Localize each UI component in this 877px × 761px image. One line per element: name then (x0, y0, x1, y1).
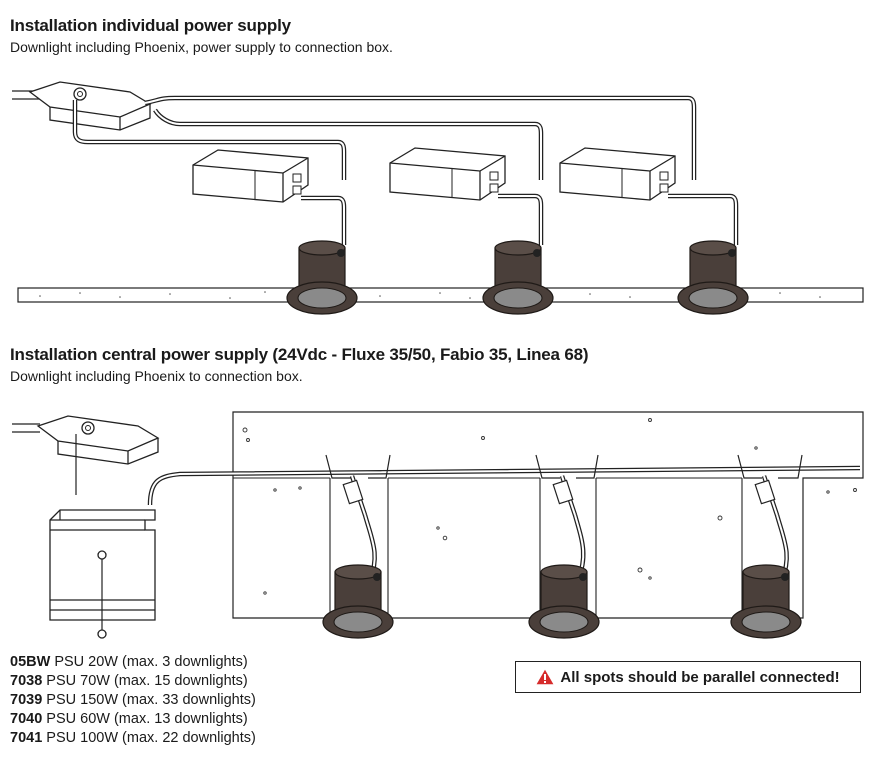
psu-option: 7039 PSU 150W (max. 33 downlights) (10, 692, 256, 708)
warning-triangle-icon (536, 669, 554, 685)
warning-text: All spots should be parallel connected! (560, 668, 840, 686)
ceiling-board (17, 287, 864, 303)
parallel-warning-box: All spots should be parallel connected! (515, 661, 861, 693)
central-psu (49, 509, 156, 639)
psu-options-list: 05BW PSU 20W (max. 3 downlights) 7038 PS… (10, 653, 256, 748)
psu-option: 05BW PSU 20W (max. 3 downlights) (10, 654, 248, 670)
psu-option: 7041 PSU 100W (max. 22 downlights) (10, 730, 256, 746)
ceiling-texture (39, 291, 821, 299)
section-2-subtitle: Downlight including Phoenix to connectio… (10, 368, 303, 384)
psu-option: 7038 PSU 70W (max. 15 downlights) (10, 673, 248, 689)
connection-box-2 (37, 415, 159, 465)
section-1-title: Installation individual power supply (10, 16, 291, 35)
psu-option: 7040 PSU 60W (max. 13 downlights) (10, 711, 248, 727)
connection-box-1 (29, 81, 151, 131)
section-1-subtitle: Downlight including Phoenix, power suppl… (10, 39, 393, 55)
section-1-diagram (12, 81, 864, 315)
section-2-diagram (12, 411, 864, 639)
downlight-2 (482, 240, 554, 315)
downlight-3 (677, 240, 749, 315)
psu-3 (559, 147, 676, 201)
psu-2 (389, 147, 506, 201)
psu-1 (192, 149, 309, 203)
ceiling-texture-2 (242, 418, 857, 595)
section-2-title: Installation central power supply (24Vdc… (10, 345, 589, 364)
downlight-1 (286, 240, 358, 315)
